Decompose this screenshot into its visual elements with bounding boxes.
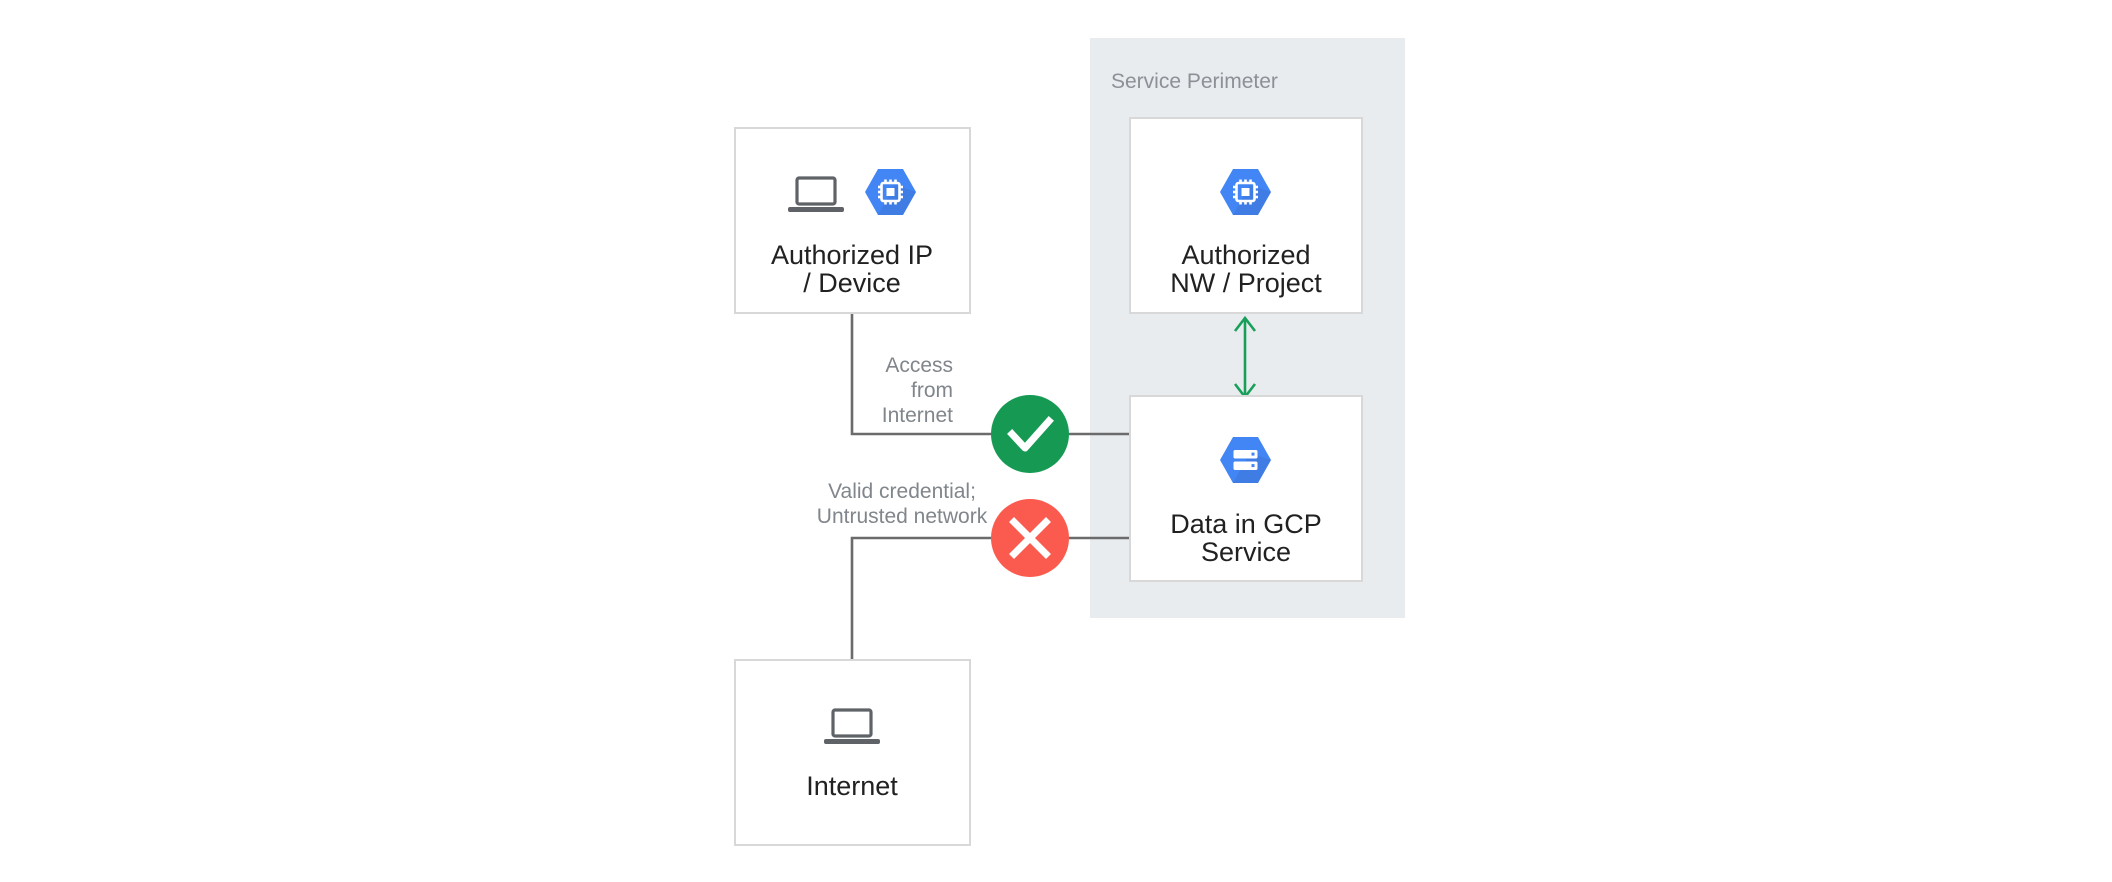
status-badge-denied[interactable] [991,499,1069,577]
node-authorized-nw-project[interactable]: Authorized NW / Project [1129,117,1363,314]
node-internet[interactable]: Internet [734,659,971,846]
edge-label-allowed-line2: from [911,379,953,402]
laptop-icon [824,708,880,744]
edge-label-allowed-line3: Internet [882,404,953,427]
service-perimeter-label: Service Perimeter [1111,70,1278,93]
edge-label-allowed-line1: Access [885,354,953,377]
edge-label-denied-line1: Valid credential; [828,480,976,503]
laptop-icon [788,176,844,212]
edge-label-allowed-access: Access from Internet [882,354,953,427]
node-label-data-in-gcp-service-line2: Service [1201,537,1291,567]
gcp-compute-hexagon-icon [865,169,916,215]
status-badge-allowed[interactable] [991,395,1069,473]
gcp-compute-hexagon-icon [1220,169,1271,215]
gcp-data-hexagon-icon [1220,437,1271,483]
edge-label-denied-access: Valid credential; Untrusted network [817,480,988,528]
edge-label-denied-line2: Untrusted network [817,505,988,528]
check-icon [1007,416,1054,452]
node-label-authorized-ip-device-line2: / Device [803,268,901,298]
node-label-authorized-nw-project-line1: Authorized [1181,240,1310,270]
node-data-in-gcp-service[interactable]: Data in GCP Service [1129,395,1363,582]
close-icon [1009,517,1051,559]
node-label-authorized-nw-project-line2: NW / Project [1170,268,1322,298]
node-label-authorized-ip-device-line1: Authorized IP [771,240,933,270]
node-label-data-in-gcp-service-line1: Data in GCP [1170,509,1322,539]
node-label-internet: Internet [806,771,898,801]
node-authorized-ip-device[interactable]: Authorized IP / Device [734,127,971,314]
